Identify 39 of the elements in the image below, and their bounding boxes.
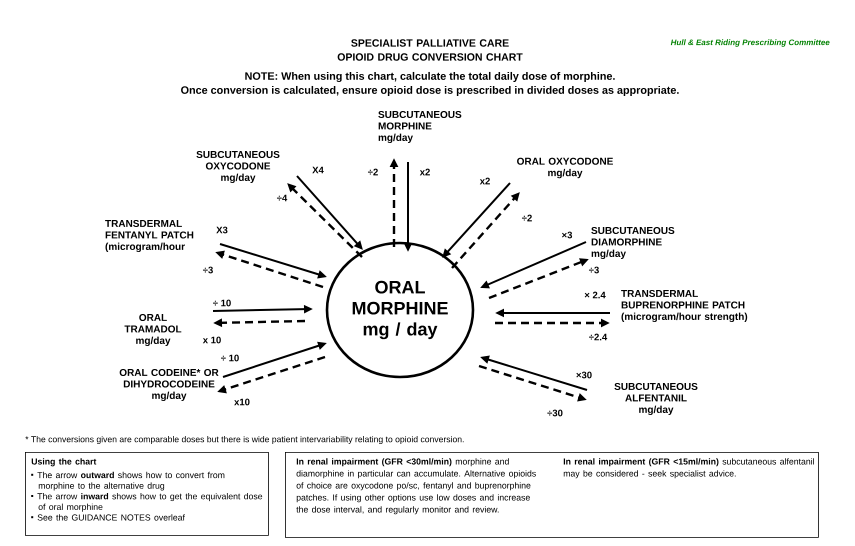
edge-label: ÷4 [276, 194, 288, 202]
drug-label: TRANSDERMAL FENTANYL PATCH (microgram/hour [105, 220, 194, 252]
edge-label: ÷3 [202, 266, 214, 274]
edge-label: ÷3 [588, 266, 600, 274]
edge-label: x2 [418, 168, 432, 176]
edge-label: ×3 [560, 230, 574, 240]
drug-label: ORAL TRAMADOL mg/day [124, 314, 182, 346]
edge-label: x 10 [202, 336, 222, 344]
edge-label: x2 [478, 176, 492, 186]
edge-label: ÷30 [546, 408, 564, 418]
edge-label: ×30 [574, 370, 594, 380]
note-text: Once conversion is calculated, ensure opioid dose is prescribed in divided doses as appropriate. [181, 86, 679, 96]
drug-label: SUBCUTANEOUS ALFENTANIL mg/day [614, 382, 698, 416]
edge-label: ÷2 [366, 168, 380, 176]
note-paragraph: In renal impairment (GFR <15ml/min) subcutaneous alfentanil may be considered - seek specialist advice. [564, 458, 814, 478]
drug-label: ORAL CODEINE* OR DIHYDROCODEINE mg/day [120, 368, 219, 402]
edge-label: X3 [215, 226, 229, 234]
edge-label: x10 [233, 398, 251, 406]
drug-label: TRANSDERMAL BUPRENORPHINE PATCH (microgram/hour strength) [621, 290, 748, 322]
edge-label: X4 [311, 166, 325, 174]
list-item: The arrow inward shows how to get the equivalent dose of oral morphine [31, 493, 262, 512]
footnote: * The conversions given are comparable doses but there is wide patient intervariability relating to opioid conversion. [25, 436, 464, 444]
note-paragraph: In renal impairment (GFR <30ml/min) morphine and diamorphine in particular can accumulate. Alternative opioids of choice are oxycodone po/sc, fentanyl and buprenorphine patches. If using other options use low doses and increase the dose interval, and regularly monitor and review. [296, 458, 536, 514]
box-heading: Using the chart [32, 458, 96, 466]
drug-label: SUBCUTANEOUS DIAMORPHINE mg/day [591, 226, 674, 260]
edge-label: ÷ 10 [212, 298, 232, 308]
edge-label: ÷2.4 [588, 332, 608, 342]
info-box [285, 452, 819, 538]
edge-label: × 2.4 [583, 290, 607, 300]
list-item: See the GUIDANCE NOTES overleaf [31, 514, 185, 521]
info-box [25, 452, 269, 536]
drug-label: SUBCUTANEOUS MORPHINE mg/day [378, 110, 462, 144]
title: SPECIALIST PALLIATIVE CARE OPIOID DRUG CONVERSION CHART [338, 39, 523, 61]
committee-name: Hull & East Riding Prescribing Committee [670, 39, 830, 47]
edge-label: ÷2 [520, 214, 534, 222]
note-text: NOTE: When using this chart, calculate the total daily dose of morphine. [245, 72, 615, 82]
drug-label: SUBCUTANEOUS OXYCODONE mg/day [196, 150, 280, 184]
edge-label: ÷ 10 [220, 354, 240, 362]
drug-label: ORAL OXYCODONE mg/day [517, 158, 613, 178]
